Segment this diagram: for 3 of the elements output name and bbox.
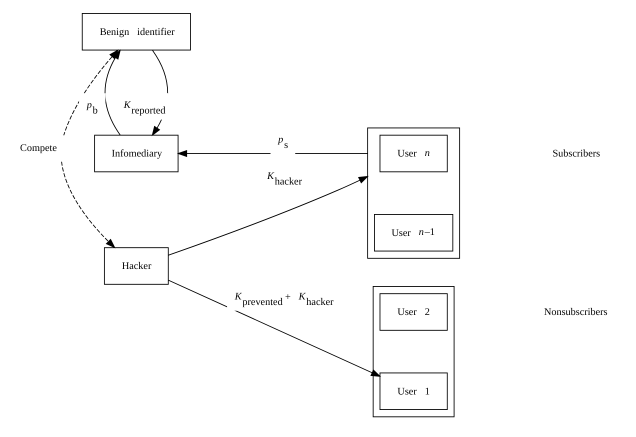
label: Nonsubscribers	[544, 307, 608, 318]
edge-label: Compete	[20, 143, 57, 154]
label: Subscribers	[552, 148, 600, 160]
